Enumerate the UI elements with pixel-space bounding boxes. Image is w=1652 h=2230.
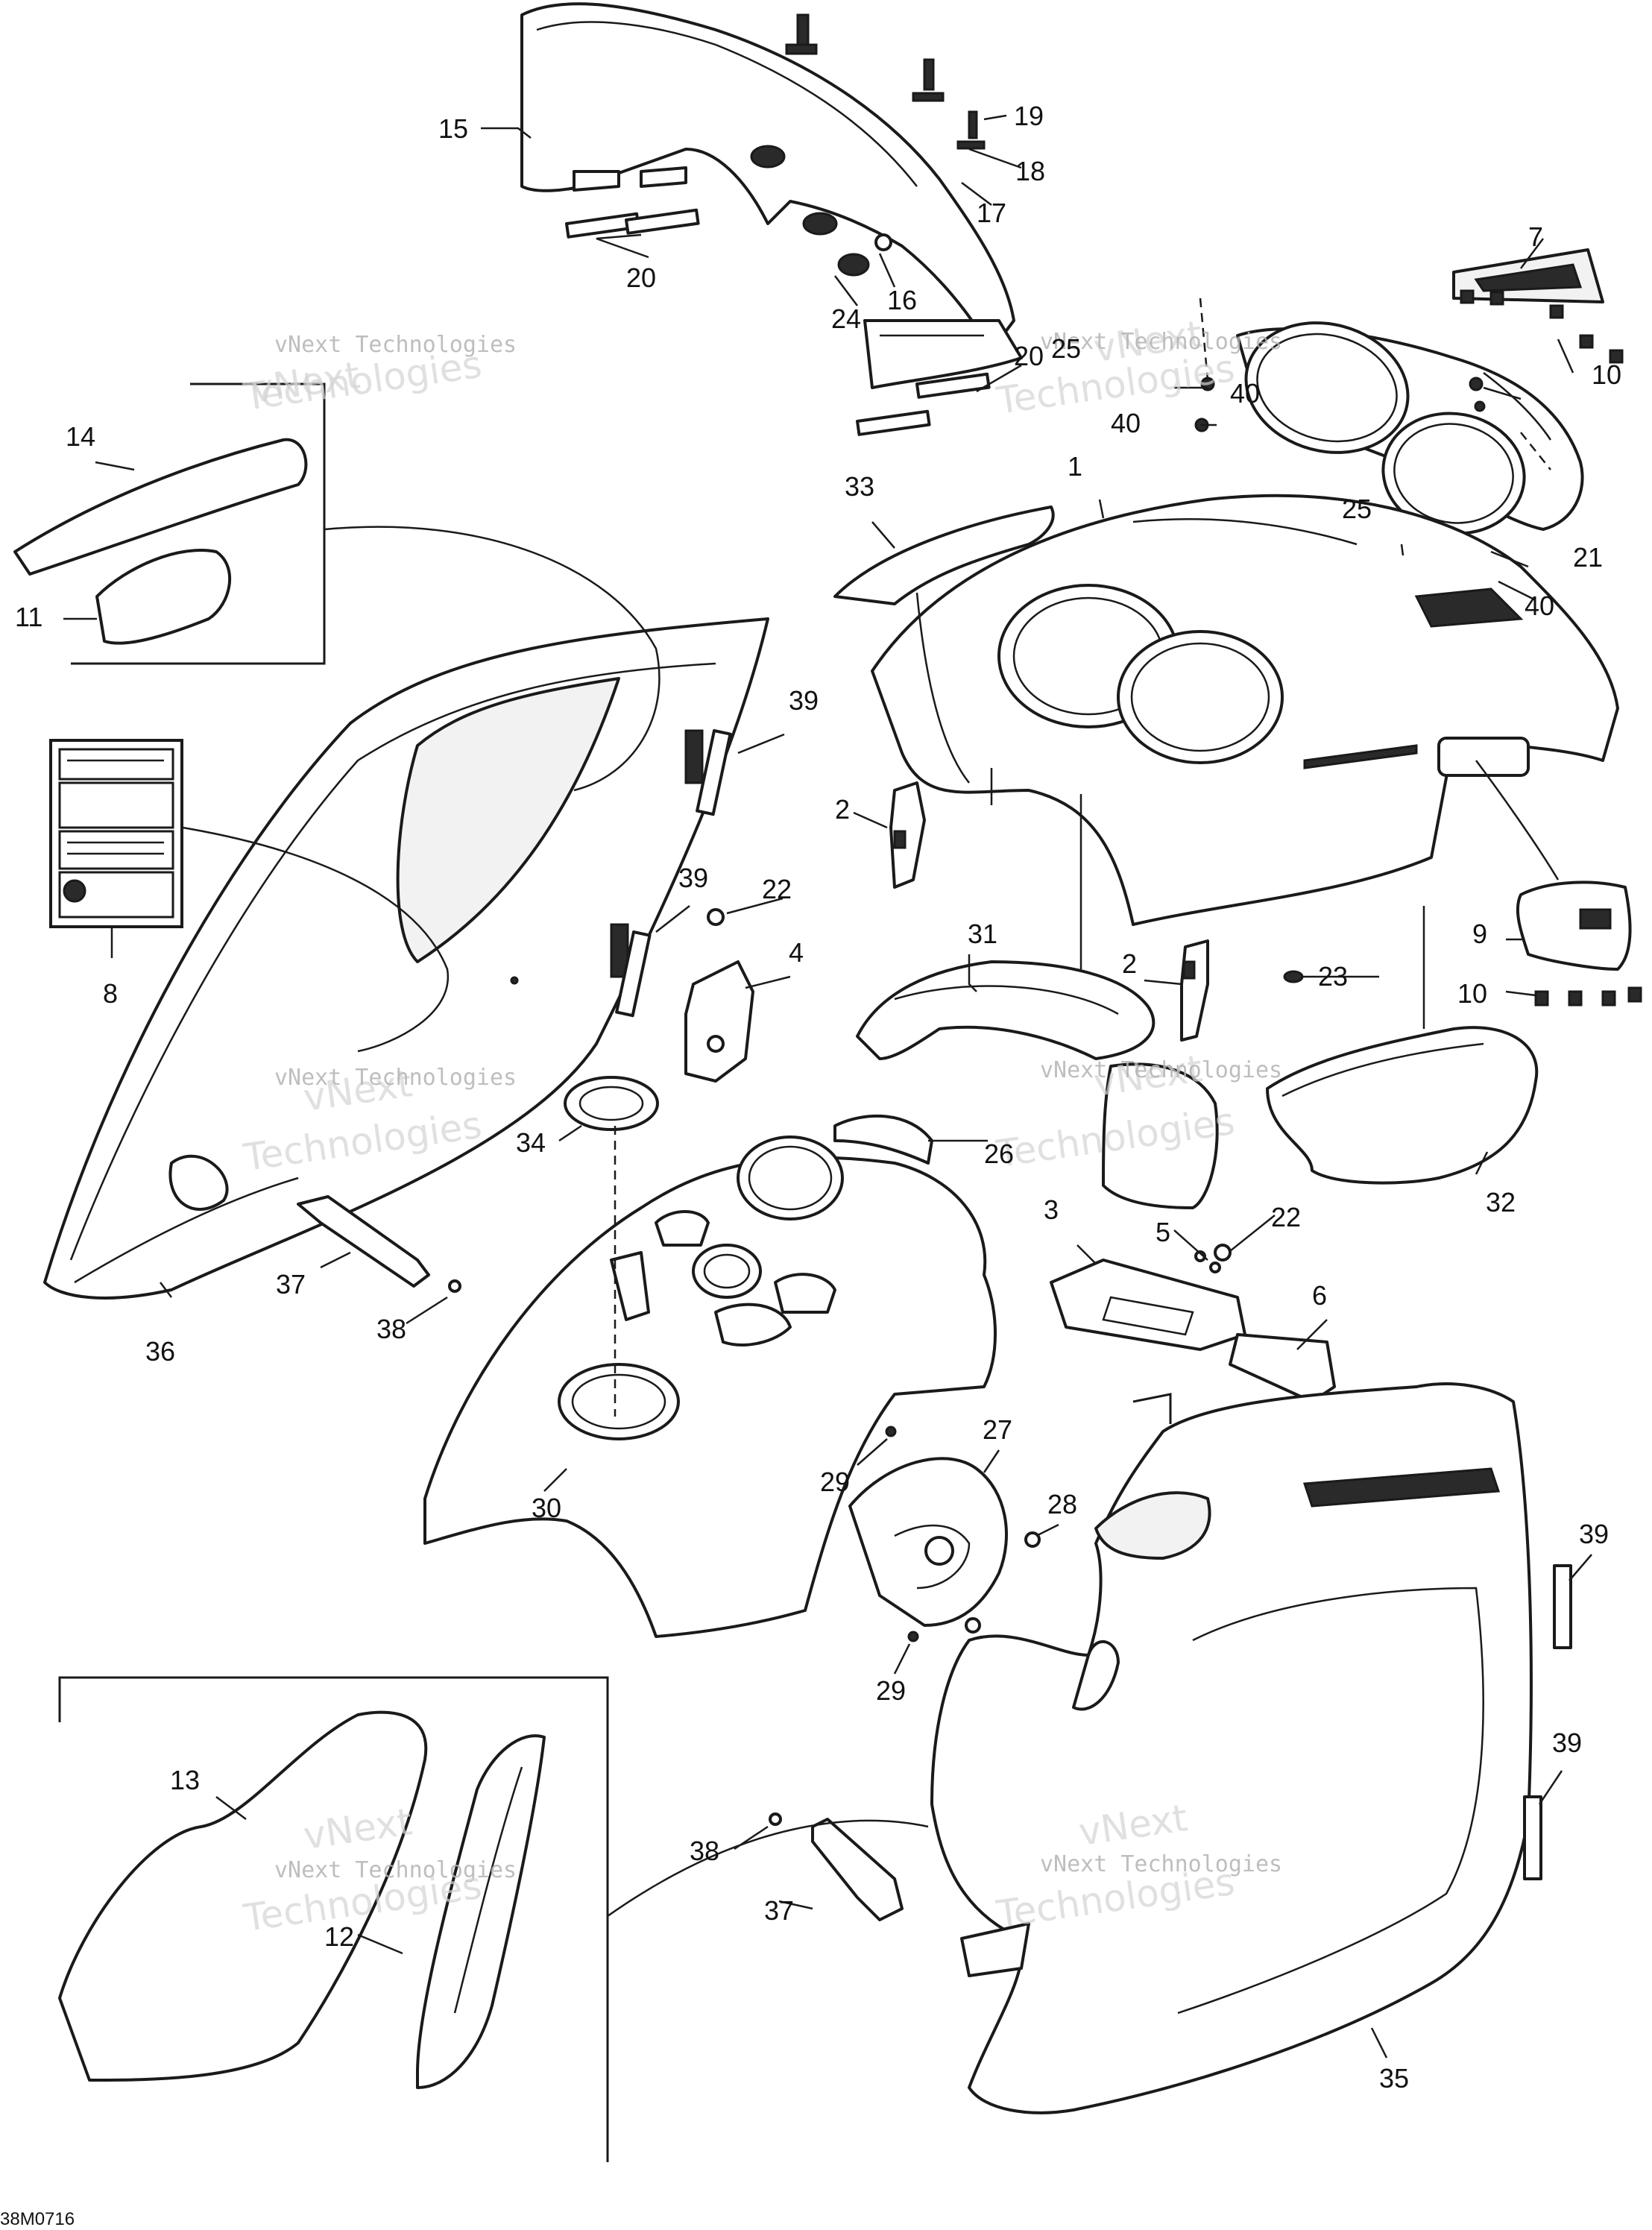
callout-35: 35: [1379, 2063, 1409, 2094]
strip-39-parts: [615, 729, 1572, 1880]
callout-13: 13: [170, 1765, 200, 1795]
callout-32: 32: [1486, 1187, 1516, 1218]
callout-3: 3: [1044, 1194, 1059, 1225]
pad-inset-box: [13, 382, 326, 665]
callout-28: 28: [1047, 1489, 1077, 1519]
callout-36: 36: [145, 1336, 175, 1367]
warning-decal: [49, 739, 183, 928]
callout-18: 18: [1015, 156, 1045, 186]
callout-37: 37: [276, 1269, 306, 1300]
bracket-4-part: [684, 908, 754, 1083]
callout-26: 26: [984, 1138, 1014, 1169]
lock-assembly-part: [848, 1426, 1041, 1642]
callout-39: 39: [1579, 1519, 1609, 1549]
callout-37: 37: [764, 1895, 794, 1926]
bracket-2-part: [889, 781, 1209, 1042]
callout-15: 15: [438, 113, 468, 144]
callout-9: 9: [1472, 919, 1487, 949]
cover-31-part: [833, 960, 1156, 1165]
watermark-line-1: vNext Technologies: [274, 332, 517, 358]
callout-34: 34: [516, 1127, 546, 1158]
pad-inset-box-bottom: [58, 1676, 609, 2162]
gauge-housing-part: [1194, 248, 1624, 559]
callout-14: 14: [66, 421, 95, 452]
callout-21: 21: [1573, 542, 1603, 573]
callout-1: 1: [1068, 451, 1082, 482]
callout-4: 4: [789, 937, 804, 968]
callout-20: 20: [1014, 341, 1044, 371]
handle-37-left: [297, 1195, 461, 1293]
callout-19: 19: [1014, 101, 1044, 131]
callout-numbers: 1 2 2 3 4 5 6 7 8 9 10 10 11 12 13 14 15…: [15, 101, 1621, 2094]
callout-20: 20: [626, 262, 656, 293]
center-body-part: [423, 1136, 997, 1638]
callout-2: 2: [835, 794, 850, 825]
handle-37-right: [769, 1812, 904, 1921]
bracket-3-part: [1050, 1244, 1246, 1351]
drawing-code: 38M0716: [0, 2209, 75, 2229]
callout-29: 29: [820, 1467, 850, 1497]
callout-25: 25: [1342, 494, 1372, 524]
right-side-panel-part: [930, 1382, 1533, 2114]
callout-leader-lines: [63, 114, 1592, 2059]
windshield-frame-part: [520, 2, 1023, 389]
callout-10: 10: [1457, 978, 1487, 1009]
watermark-line-1: vNext Technologies: [274, 1857, 517, 1883]
callout-40: 40: [1525, 590, 1554, 621]
callout-39: 39: [1552, 1727, 1582, 1758]
left-side-panel-part: [43, 617, 769, 1300]
callout-22: 22: [1271, 1202, 1301, 1232]
callout-22: 22: [762, 874, 792, 904]
callout-39: 39: [678, 863, 708, 893]
upper-console-part: [833, 494, 1619, 926]
watermarks: vNext vNext Technologies Technologies vN…: [241, 312, 1283, 1940]
callout-17: 17: [977, 198, 1006, 228]
gasket-part: [564, 1076, 659, 1131]
callout-5: 5: [1156, 1217, 1170, 1247]
windshield-fasteners: [565, 13, 991, 436]
callout-8: 8: [103, 978, 118, 1009]
callout-16: 16: [887, 285, 917, 315]
callout-7: 7: [1528, 221, 1543, 252]
watermark-line-1: vNext Technologies: [1040, 1057, 1282, 1083]
callout-33: 33: [845, 471, 874, 502]
callout-10: 10: [1592, 359, 1621, 390]
bracket-6-part: [1229, 1333, 1336, 1403]
callout-6: 6: [1312, 1280, 1327, 1311]
callout-12: 12: [324, 1921, 354, 1952]
callout-40: 40: [1230, 378, 1260, 409]
watermark-line-1: vNext Technologies: [1040, 329, 1282, 355]
callout-24: 24: [831, 303, 861, 334]
assembly-arrows: [182, 297, 1560, 1918]
vent-cover-9-part: [1283, 881, 1642, 1007]
callout-11: 11: [15, 602, 42, 632]
callout-30: 30: [532, 1493, 561, 1523]
watermark-line-1: vNext Technologies: [1040, 1851, 1282, 1877]
callout-29: 29: [876, 1675, 906, 1706]
callout-23: 23: [1318, 961, 1348, 992]
callout-38: 38: [690, 1836, 719, 1866]
callout-2: 2: [1122, 948, 1137, 979]
watermark-line-1: vNext Technologies: [274, 1065, 517, 1091]
callout-38: 38: [376, 1314, 406, 1344]
seat-pad-32-part: [1102, 1026, 1539, 1209]
callout-31: 31: [968, 919, 997, 949]
callout-25: 25: [1051, 333, 1081, 364]
callout-27: 27: [983, 1414, 1012, 1445]
callout-39: 39: [789, 685, 819, 716]
callout-40: 40: [1111, 408, 1141, 438]
